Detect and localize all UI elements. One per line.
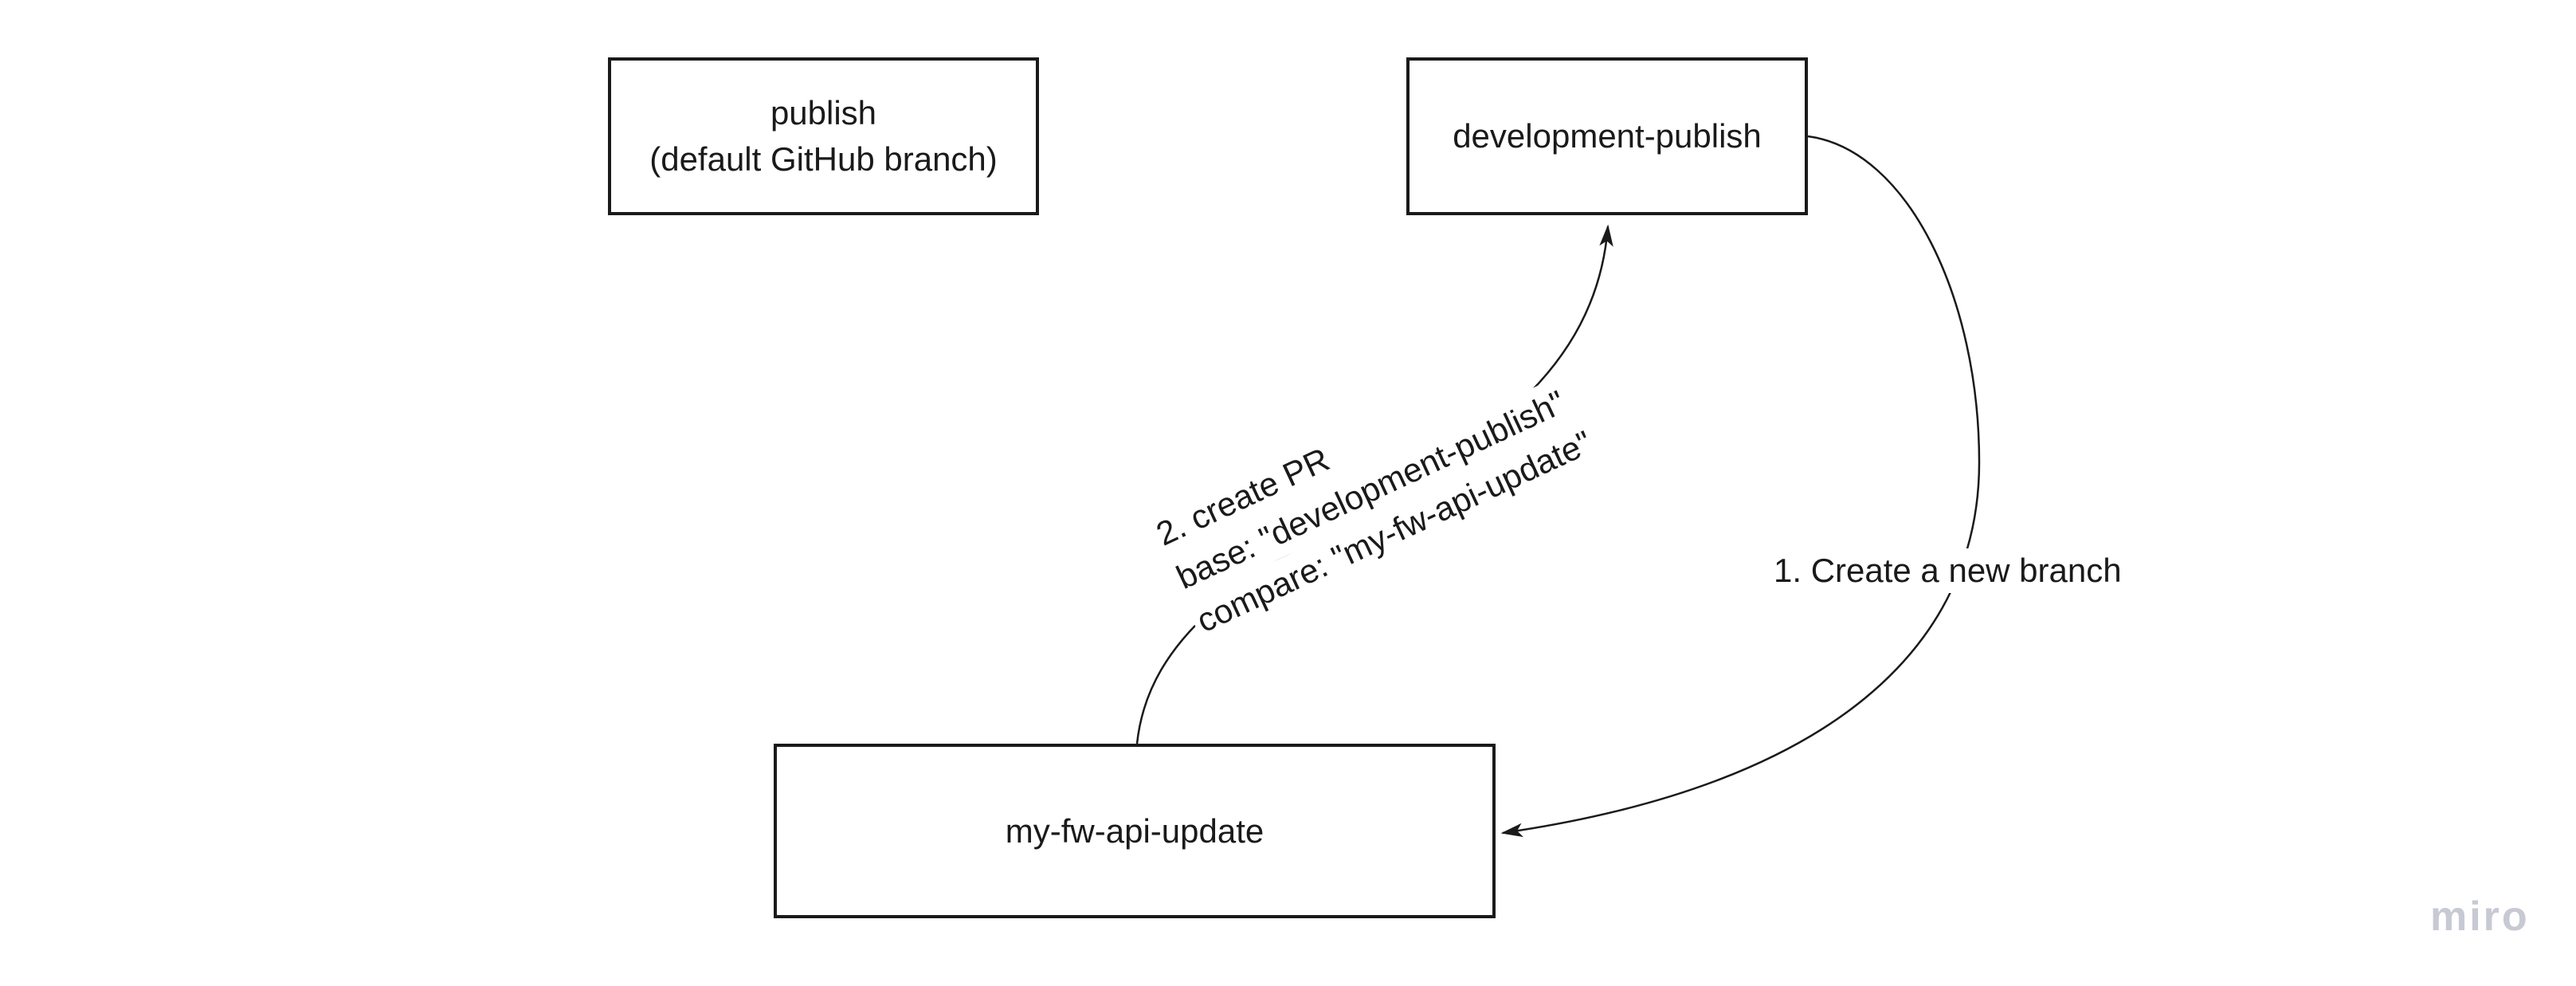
connector-create-branch-label[interactable]: 1. Create a new branch	[1766, 548, 2130, 593]
node-development-publish-label: development-publish	[1453, 117, 1762, 155]
node-development-publish[interactable]: development-publish	[1406, 57, 1808, 215]
node-publish-label-line1: publish	[770, 94, 877, 132]
node-publish-label-line2: (default GitHub branch)	[649, 140, 998, 178]
node-my-fw-api-update[interactable]: my-fw-api-update	[774, 744, 1496, 918]
miro-watermark: miro	[2430, 894, 2530, 940]
node-my-fw-api-update-label: my-fw-api-update	[1005, 811, 1264, 850]
node-publish[interactable]: publish (default GitHub branch)	[608, 57, 1039, 215]
connector-create-branch[interactable]	[1500, 135, 1981, 838]
